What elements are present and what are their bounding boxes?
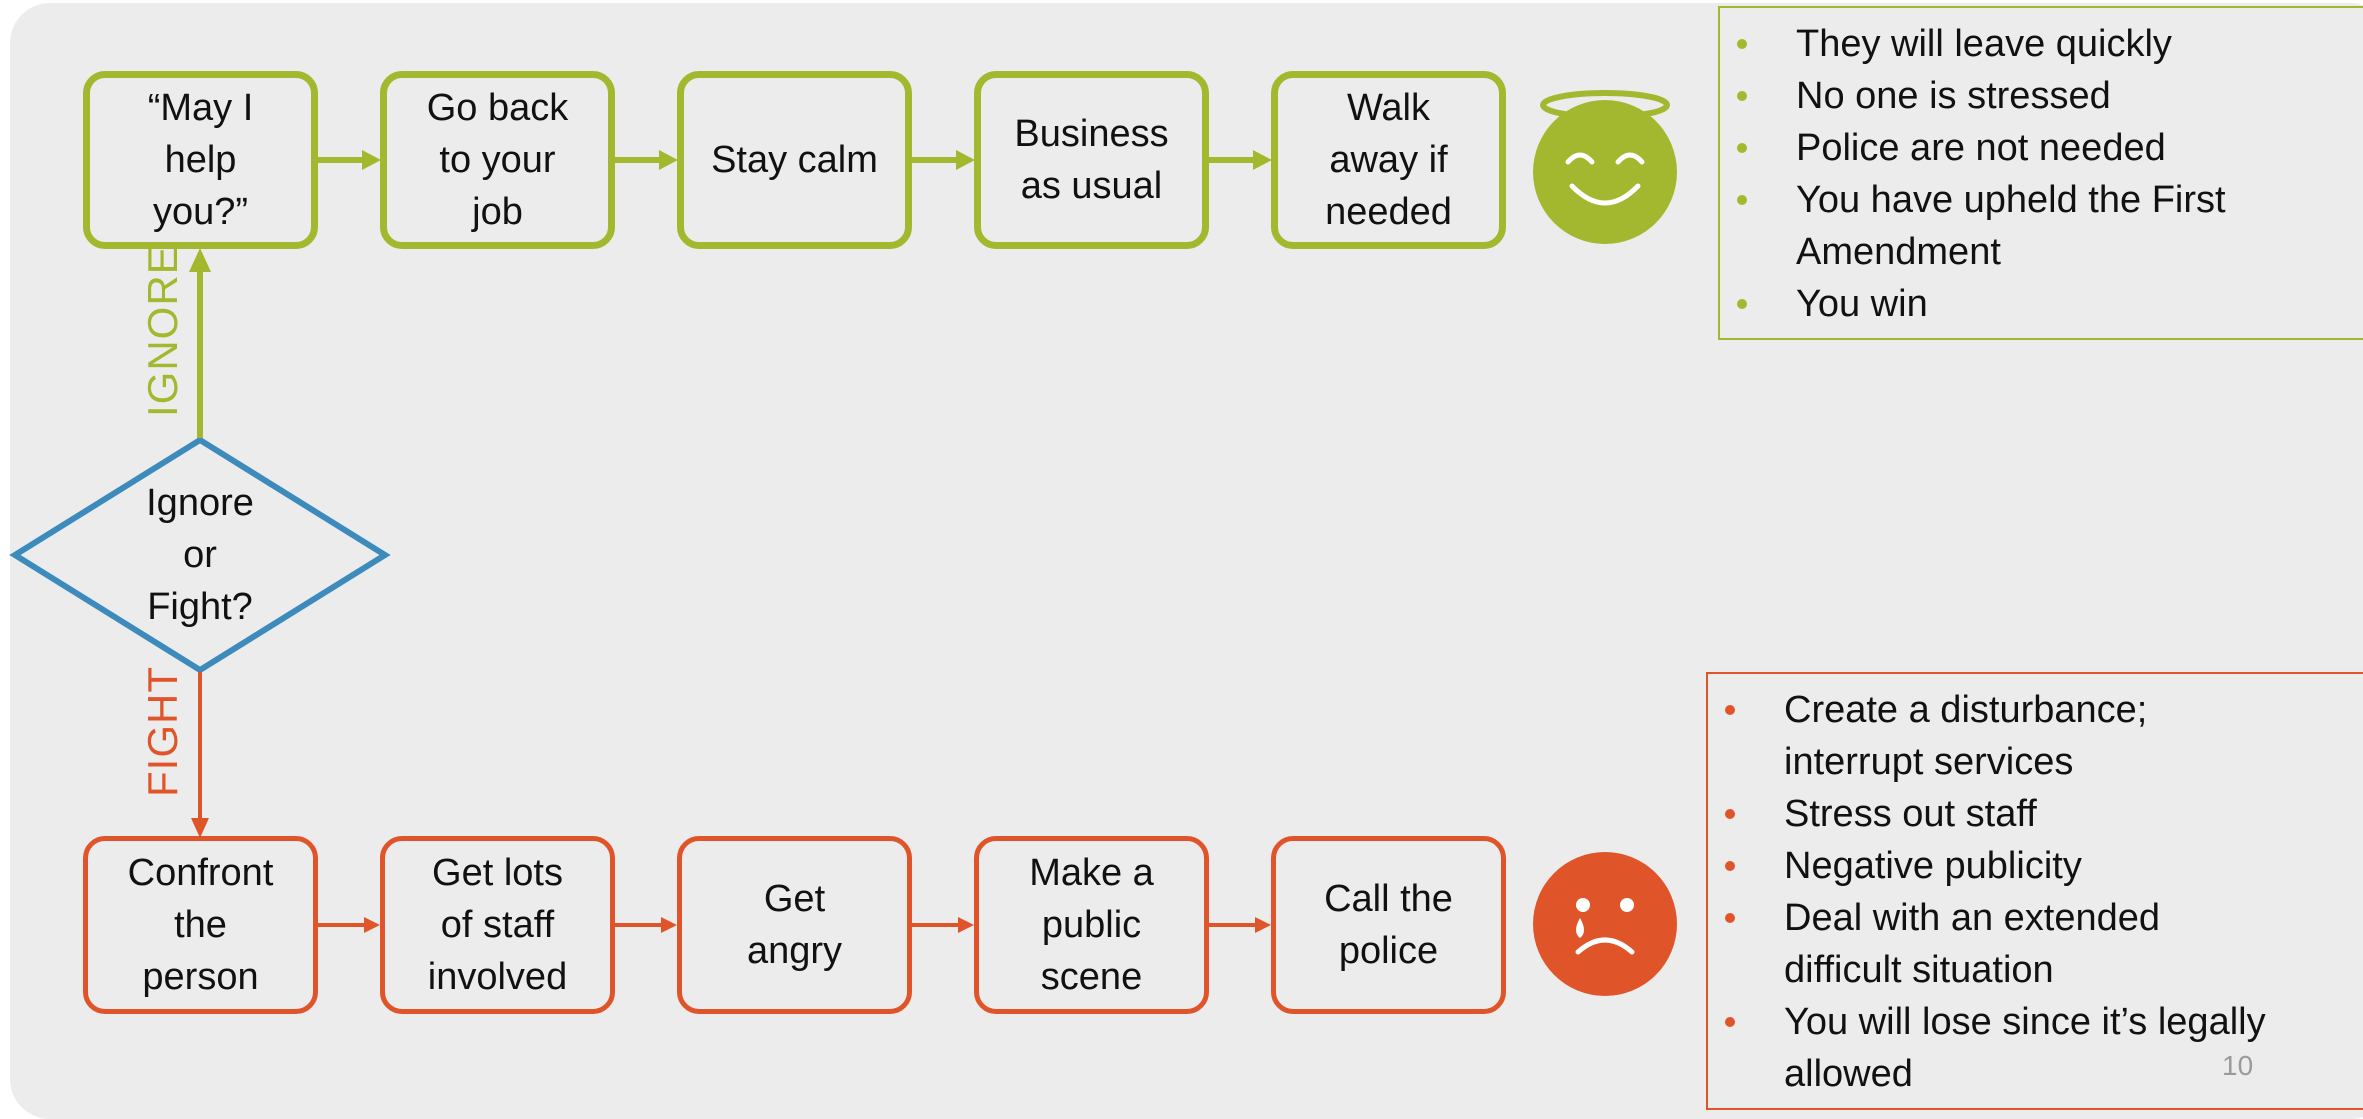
list-item: No one is stressed — [1720, 70, 2363, 122]
list-item: Stress out staff — [1708, 788, 2363, 840]
page-number: 10 — [2222, 1050, 2254, 1081]
fight-branch-label: FIGHT — [139, 666, 186, 797]
list-item: You will lose since it’s legally allowed — [1708, 996, 2344, 1100]
ignore-arrowhead — [189, 248, 211, 272]
ignore-connector-4-head — [1253, 150, 1272, 170]
list-item: Police are not needed — [1720, 122, 2363, 174]
fight-connector-4-head — [1255, 917, 1271, 933]
ignore-connector-2-head — [659, 150, 678, 170]
fight-connector-3-head — [958, 917, 974, 933]
fight-connector-1-head — [364, 917, 380, 933]
fight-step-5: Call the police — [1271, 836, 1506, 1014]
fight-step-4: Make a public scene — [974, 836, 1209, 1014]
fight-outcomes-list: Create a disturbance; interrupt services… — [1708, 684, 2363, 1100]
ignore-outcomes-panel: They will leave quickly No one is stress… — [1718, 6, 2363, 340]
ignore-step-4: Business as usual — [974, 71, 1209, 249]
ignore-step-1: “May I help you?” — [83, 71, 318, 249]
list-item: Negative publicity — [1708, 840, 2363, 892]
ignore-step-3: Stay calm — [677, 71, 912, 249]
decision-diamond — [9, 436, 391, 674]
decision-label: Ignore or Fight? — [146, 482, 254, 628]
ignore-branch-label: IGNORE — [139, 245, 186, 417]
ignore-outcomes-list: They will leave quickly No one is stress… — [1720, 18, 2363, 330]
fight-step-2: Get lots of staff involved — [380, 836, 615, 1014]
ignore-step-5: Walk away if needed — [1271, 71, 1506, 249]
fight-arrowhead — [191, 818, 209, 838]
fight-step-3: Get angry — [677, 836, 912, 1014]
ignore-step-2: Go back to your job — [380, 71, 615, 249]
ignore-connector-1-head — [362, 150, 381, 170]
fight-step-1: Confront the person — [83, 836, 318, 1014]
fight-connector-2-head — [661, 917, 677, 933]
list-item: You win — [1720, 278, 2363, 330]
fight-outcomes-panel: Create a disturbance; interrupt services… — [1706, 672, 2363, 1110]
list-item: Deal with an extended difficult situatio… — [1708, 892, 2264, 996]
list-item: You have upheld the First Amendment — [1720, 174, 2276, 278]
sad-face-tear-icon — [1533, 852, 1677, 996]
ignore-connector-3-head — [956, 150, 975, 170]
happy-face-halo-icon — [1533, 90, 1677, 244]
list-item: They will leave quickly — [1720, 18, 2363, 70]
list-item: Create a disturbance; interrupt services — [1708, 684, 2214, 788]
